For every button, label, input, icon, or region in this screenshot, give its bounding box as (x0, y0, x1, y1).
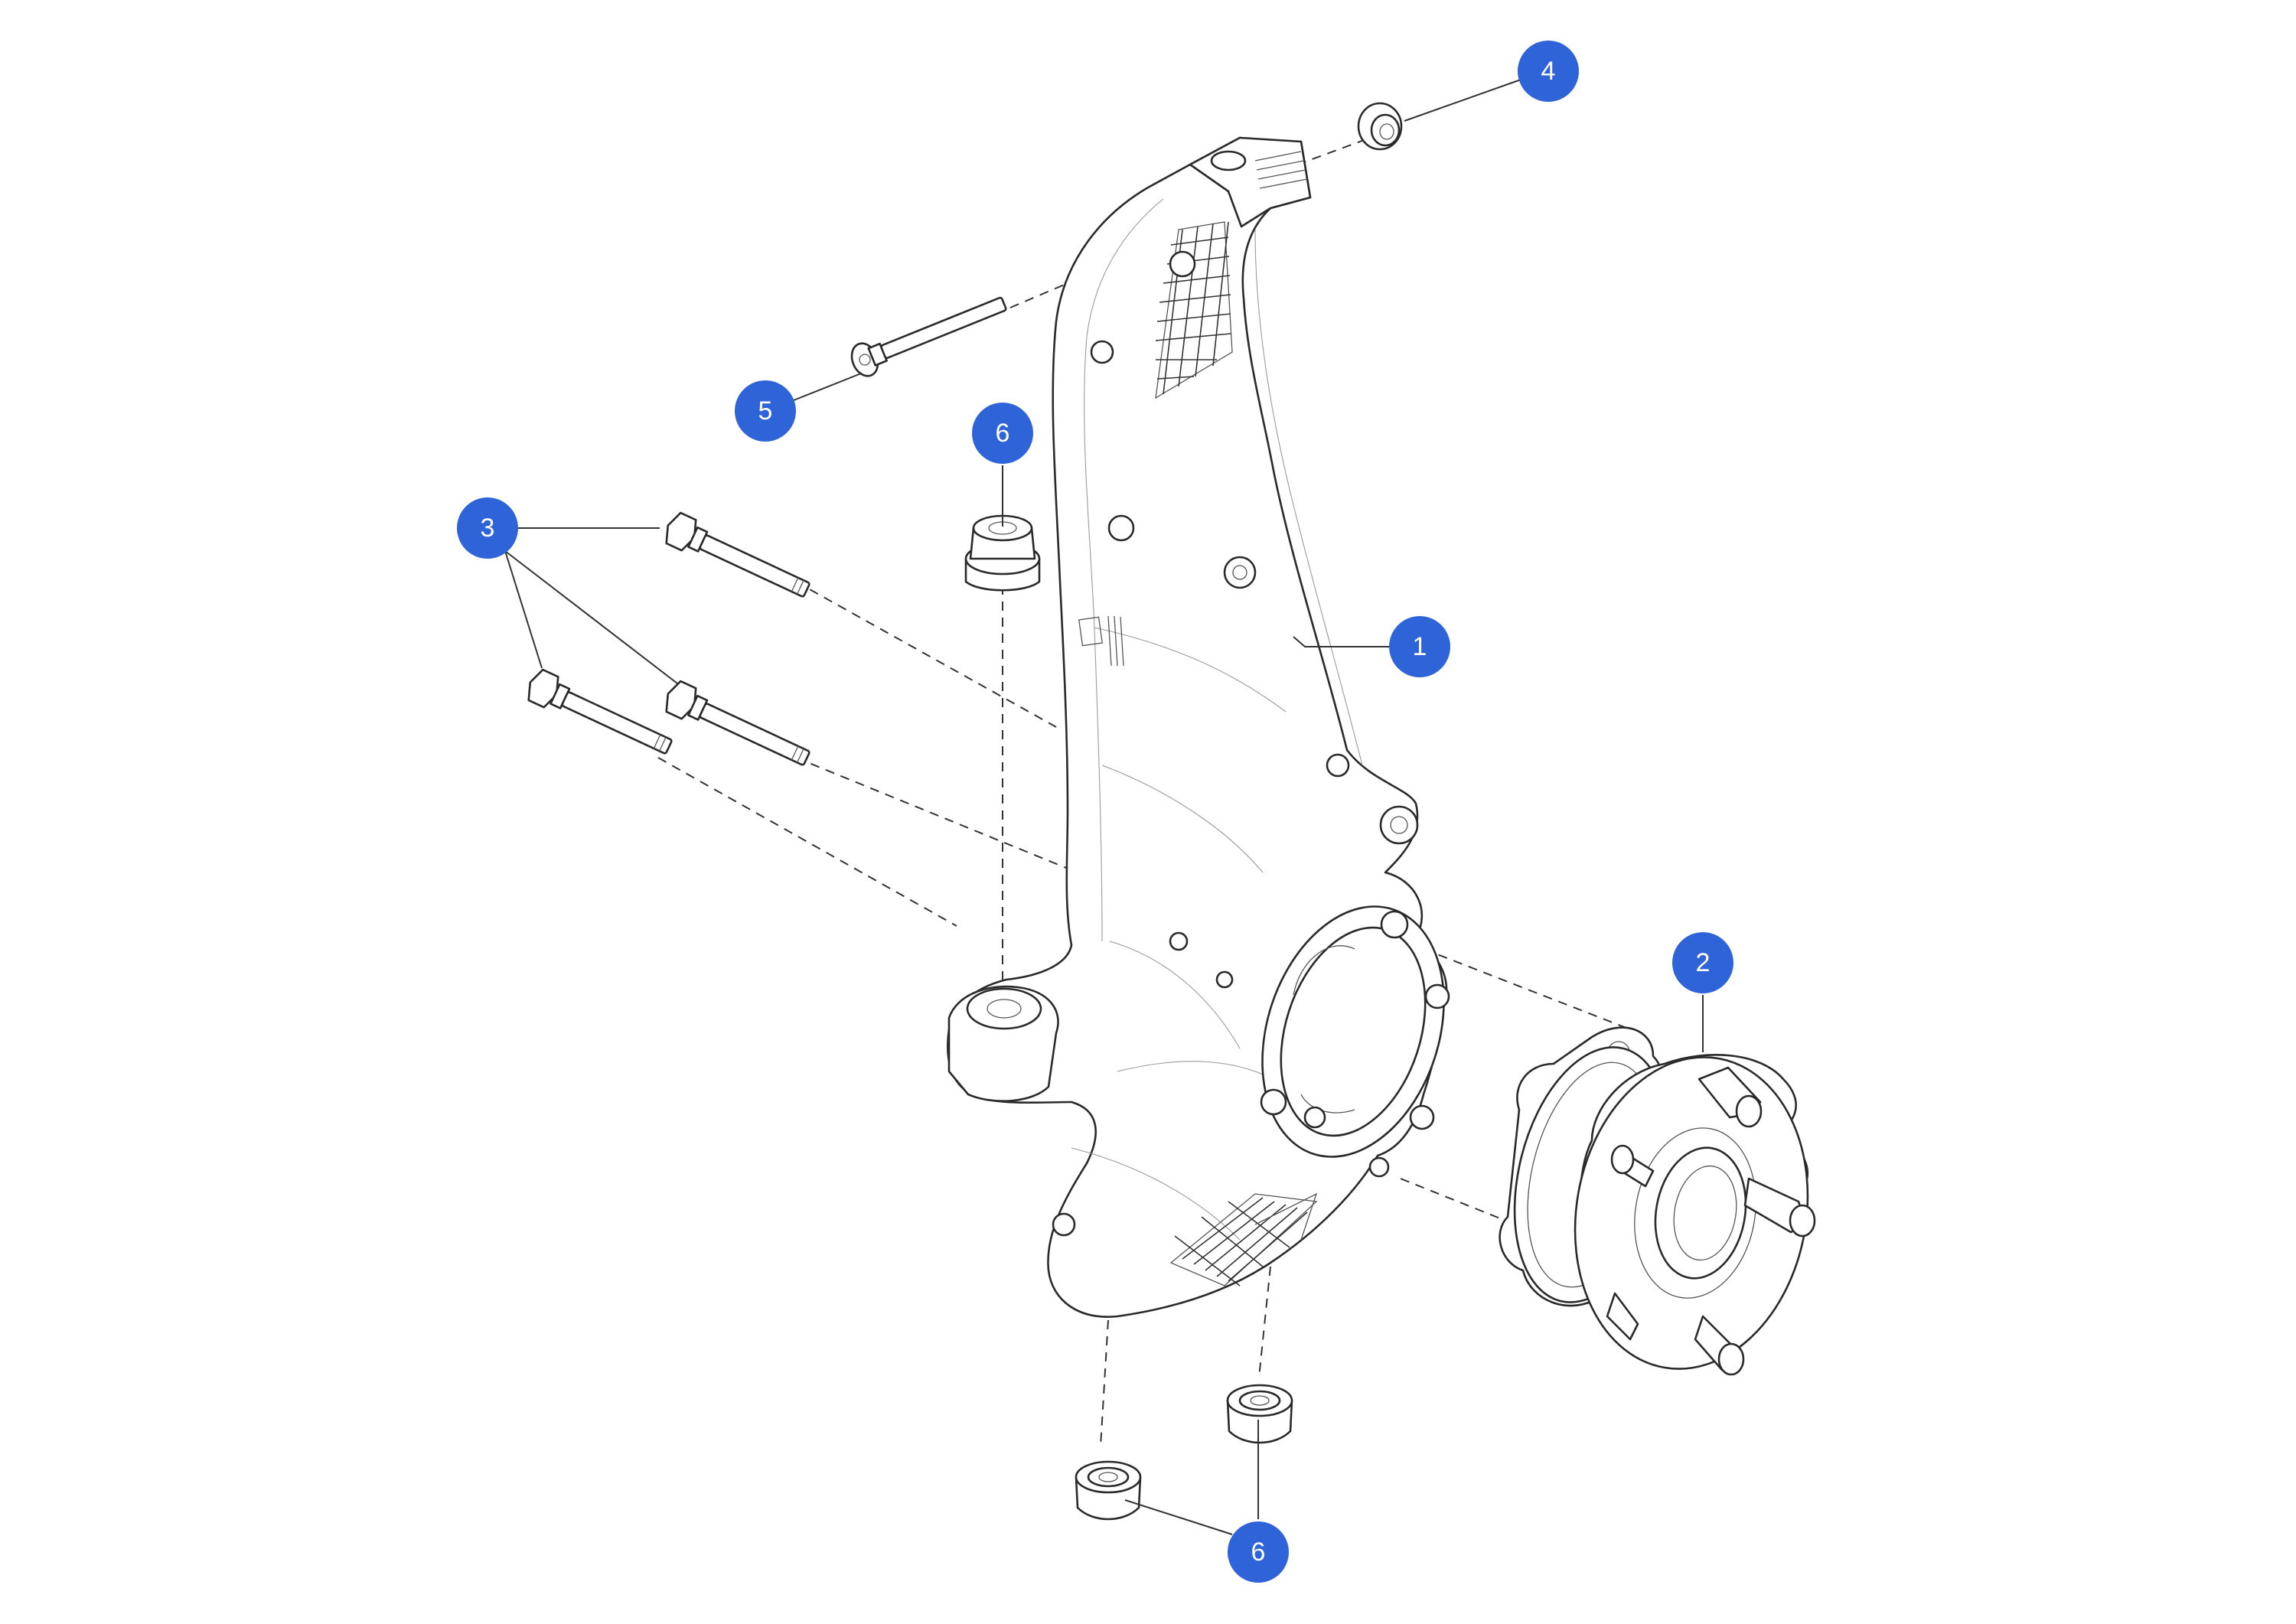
callout-1: 1 (1389, 616, 1450, 677)
flange-nut-icon (1357, 102, 1403, 151)
callout-1-label: 1 (1413, 632, 1427, 661)
callout-4-label: 4 (1541, 57, 1556, 86)
wheel-hub-icon (1499, 1026, 1816, 1376)
callout-5: 5 (735, 380, 796, 442)
callout-3-label: 3 (481, 514, 495, 543)
bolt-icon (850, 296, 1007, 377)
callout-6-top-label: 6 (996, 419, 1010, 448)
callout-6-top: 6 (972, 403, 1033, 464)
bolt-icon (527, 511, 810, 766)
callout-3: 3 (457, 497, 518, 559)
callout-2-label: 2 (1696, 948, 1711, 977)
leader-lines (504, 78, 1704, 1535)
callout-5-label: 5 (758, 396, 773, 426)
callout-6-bottom: 6 (1228, 1521, 1289, 1583)
callout-2: 2 (1672, 932, 1733, 993)
callout-4: 4 (1518, 41, 1579, 102)
callout-6-bottom-label: 6 (1251, 1538, 1266, 1567)
lock-nut-icon (964, 514, 1293, 1521)
steering-knuckle-icon (947, 136, 1450, 1318)
